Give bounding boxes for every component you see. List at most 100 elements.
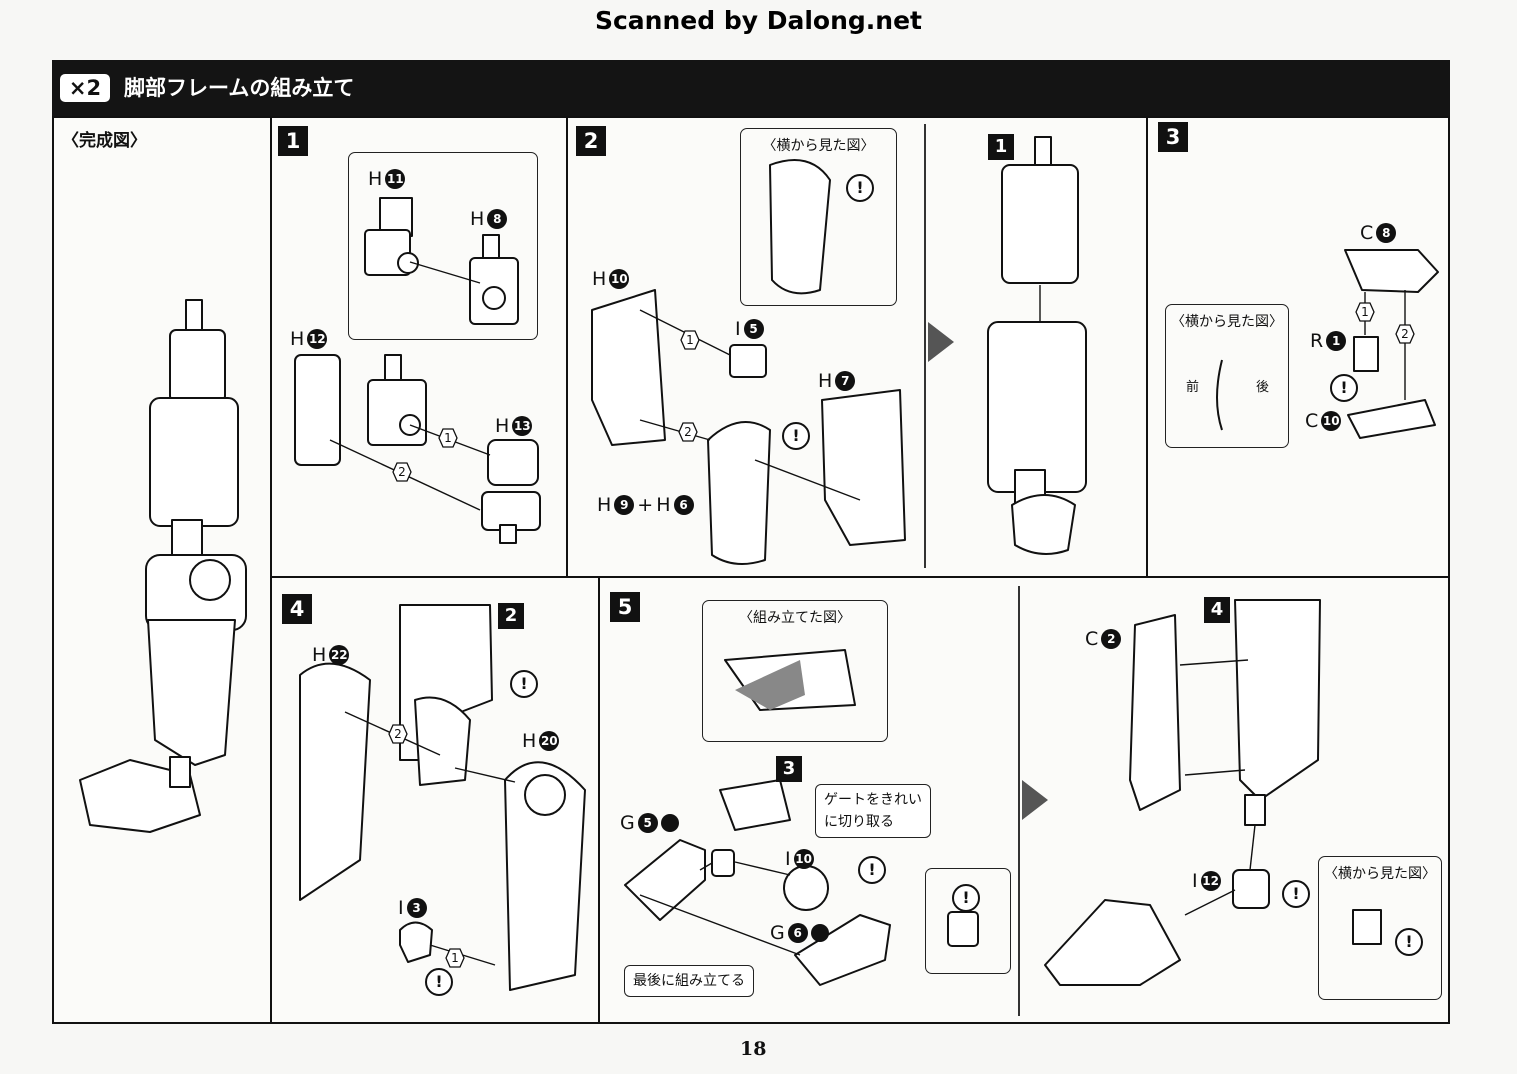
order-mark-1: 1 (438, 428, 458, 448)
back-label: 後 (1256, 380, 1270, 395)
step-4-badge: 4 (282, 594, 312, 624)
order-mark-1: 1 (680, 330, 700, 350)
part-h7 (821, 389, 906, 546)
gate-cut-icon (660, 814, 679, 832)
step5b-side-view: 〈横から見た図〉 (1318, 856, 1442, 1000)
step-2-badge: 2 (576, 126, 606, 156)
divider (270, 116, 272, 1024)
warning-icon: ! (846, 174, 874, 202)
warning-icon: ! (858, 856, 886, 884)
next-arrow (1022, 780, 1048, 820)
warning-icon: ! (952, 884, 980, 912)
part-g6 (794, 914, 891, 986)
order-mark-2: 2 (392, 462, 412, 482)
step5-assembled-view: 〈組み立てた図〉 (702, 600, 888, 742)
quantity-multiplier: ×2 (60, 74, 110, 102)
warning-icon: ! (1330, 374, 1358, 402)
step5b-leg (1234, 599, 1321, 801)
part-i10 (783, 865, 829, 911)
step-5-badge: 5 (610, 592, 640, 622)
assembled-view-label: 〈組み立てた図〉 (739, 610, 851, 626)
assemble-last-note: 最後に組み立てる (624, 965, 754, 997)
section-title: 脚部フレームの組み立て (124, 76, 355, 100)
divider (598, 576, 600, 1024)
gate-note-line2: に切り取る (824, 814, 894, 830)
part-h22 (299, 662, 371, 901)
step-ref-4-badge: 4 (1204, 597, 1230, 623)
step-3-badge: 3 (1158, 122, 1188, 152)
part-h20 (504, 761, 586, 991)
part-h13-upper (487, 439, 539, 486)
section-header: ×2 脚部フレームの組み立て (52, 60, 1450, 116)
step3-side-view: 〈横から見た図〉 (1165, 304, 1289, 448)
side-view-detail (1352, 909, 1382, 945)
part-c10 (1347, 399, 1436, 439)
part-h9-h6 (707, 421, 771, 565)
leg-shin (147, 619, 236, 766)
part-i12 (1232, 869, 1270, 909)
part-g5-top (719, 779, 791, 831)
order-mark-2: 2 (1395, 324, 1415, 344)
warning-icon: ! (1395, 928, 1423, 956)
gate-detail (947, 911, 979, 947)
front-label: 前 (1186, 380, 1200, 395)
divider (1146, 116, 1148, 577)
side-view-label: 〈横から見た図〉 (1171, 314, 1283, 330)
leg-knee-joint (189, 559, 231, 601)
part-h8-hole (482, 286, 506, 310)
warning-icon: ! (425, 968, 453, 996)
page-number: 18 (740, 1038, 767, 1060)
scan-credit: Scanned by Dalong.net (594, 6, 922, 35)
warning-icon: ! (1282, 880, 1310, 908)
order-mark-1: 1 (1355, 302, 1375, 322)
leg-ankle (169, 756, 191, 788)
step5b-foot (1044, 899, 1181, 986)
gate-cut-icon (810, 924, 829, 942)
order-mark-1: 1 (445, 948, 465, 968)
part-h10 (591, 289, 666, 446)
part-h13-pin (499, 524, 517, 544)
part-i3 (399, 921, 433, 963)
divider (270, 576, 1450, 578)
side-view-curve (1216, 359, 1223, 431)
part-c2 (1129, 614, 1181, 811)
side-view-label: 〈横から見た図〉 (762, 138, 875, 154)
part-h20-socket (524, 774, 566, 816)
step-1-badge: 1 (278, 126, 308, 156)
order-mark-2: 2 (388, 724, 408, 744)
gate-detail-callout (925, 868, 1011, 974)
part-h11-socket (397, 252, 419, 274)
step4-knee (414, 696, 471, 786)
step-ref-3-badge: 3 (776, 756, 802, 782)
step-ref-2-badge: 2 (498, 603, 524, 629)
order-mark-2: 2 (678, 422, 698, 442)
leg-thigh (149, 397, 239, 527)
side-view-label: 〈横から見た図〉 (1324, 866, 1436, 882)
step1-callout (348, 152, 538, 340)
part-r1 (1353, 336, 1379, 372)
step2-side-view: 〈横から見た図〉 (740, 128, 897, 306)
divider (924, 124, 926, 568)
part-g5-pin (711, 849, 735, 877)
next-arrow (928, 322, 954, 362)
side-view-part (769, 159, 831, 295)
warning-icon: ! (782, 422, 810, 450)
part-g5 (624, 839, 706, 921)
